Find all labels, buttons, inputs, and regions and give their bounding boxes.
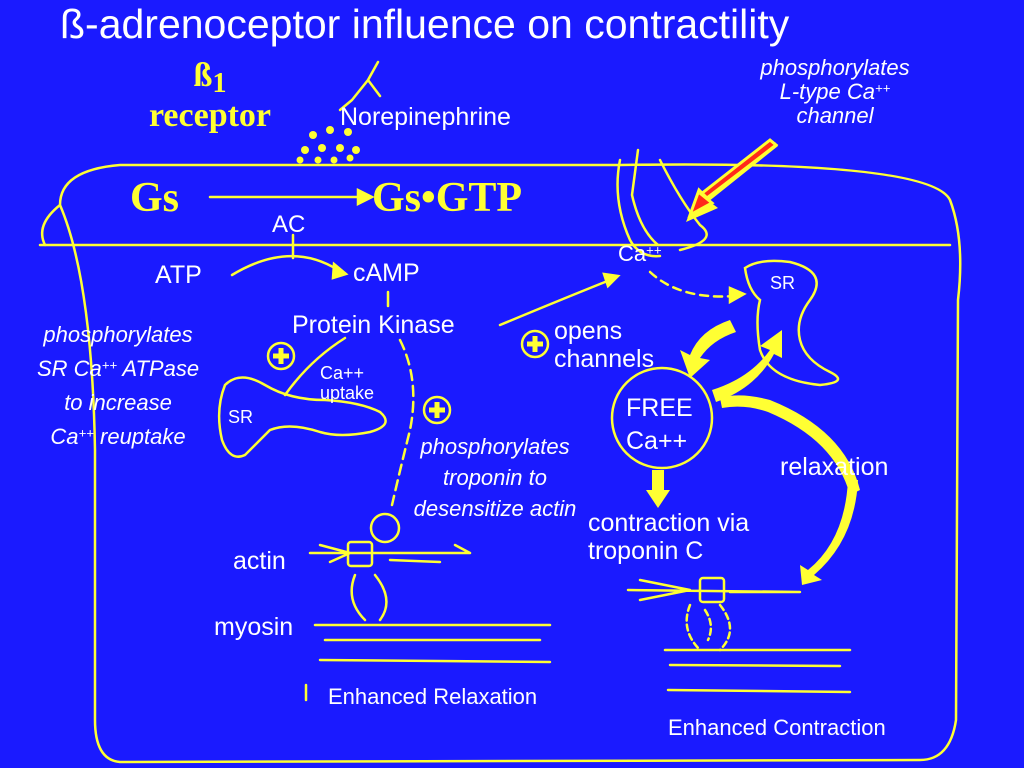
ca-channel-left [616,158,662,258]
troponin-line2: troponin to [443,464,547,490]
actin-right [626,578,802,602]
plus-icon-middle [422,395,452,425]
gs-label: Gs [130,175,180,221]
sr-left-shape [217,376,387,458]
ca-entry-arrow [648,270,737,298]
sr-atpase-line3: to increase [64,390,172,416]
membrane-left-edge [40,203,62,247]
l-type-note: phosphorylates L-type Ca++ channel [730,55,940,129]
troponin-line3: desensitize actin [413,495,577,521]
sr-atpase-line4: Ca++ reuptake [4,420,232,454]
l-type-line2-base: L-type Ca [779,79,875,105]
actin-left [308,543,472,564]
ca-channel-stalk [630,148,660,247]
myosin-right [663,648,852,694]
sr-uptake-arrow [712,330,782,402]
relaxation-label: relaxation [780,453,889,481]
myosin-right-heads [685,603,732,652]
atp-camp-arc [230,254,340,277]
l-type-line2-sup: ++ [874,80,891,96]
sr-atpase-line4-sup: ++ [78,425,94,441]
ca-channel-right [658,158,708,252]
myosin-left [313,623,552,664]
ca-entry-arrowhead [728,286,747,305]
norepinephrine-structure [338,60,382,112]
sr-right-shape [743,259,840,387]
ca-channel-sup: ++ [646,242,662,258]
sr-atpase-line1: phosphorylates [43,322,193,347]
free-line: FREE [626,394,693,422]
ca-channel-base: Ca [618,241,647,266]
relaxation-arrow [720,395,860,495]
sr-atpase-note: phosphorylates SR Ca++ ATPase to increas… [4,318,232,454]
norepinephrine-label: Norepinephrine [340,103,511,131]
gs-arrowhead [356,187,375,207]
receptor-word: receptor [148,97,272,135]
ca-uptake-line2: uptake [320,382,375,403]
l-type-line2: L-type Ca++ [730,80,940,104]
protein-kinase-label: Protein Kinase [292,311,455,339]
free-ca-line: Ca++ [626,426,688,455]
sr-left-label: SR [228,407,254,427]
enhanced-contraction-label: Enhanced Contraction [668,715,886,740]
channels-line: channels [554,344,655,373]
ca-channel-label: Ca++ [618,241,662,266]
enhanced-relaxation-label: Enhanced Relaxation [328,684,538,709]
sr-right-label: SR [770,273,796,293]
pk-troponin-arrow [390,338,415,507]
camp-label: cAMP [353,259,420,287]
contraction-label: contraction via troponin C [588,509,750,565]
sr-atpase-line4-base: Ca [50,424,79,450]
plus-icons [266,329,550,425]
l-type-line3: channel [796,103,874,129]
pk-channel-arrow [498,278,612,327]
gs-gtp-label: Gs•GTP [372,175,523,221]
troponin-circle-left [369,512,401,544]
contraction-line1: contraction via [588,509,750,537]
sr-atpase-line2-sup: ++ [101,357,118,373]
opens-channels-label: opens channels [554,317,655,373]
receptor-symbol: ß [193,57,213,94]
ca-uptake-line1: Ca++ [320,363,365,383]
troponin-note: phosphorylates troponin to desensitize a… [392,432,598,524]
pk-channel-arrowhead [602,272,621,289]
myosin-label: myosin [214,613,294,641]
opens-line: opens [554,317,623,345]
highlight-arrow [686,138,779,222]
contraction-line2: troponin C [588,536,704,565]
ca-uptake-label: Ca++ uptake [320,363,375,404]
pk-sr-arrow [283,336,347,397]
page-title: ß-adrenoceptor influence on contractilit… [60,1,790,47]
receptor-dots [296,126,360,164]
atp-label: ATP [155,261,202,289]
l-type-line1: phosphorylates [760,55,910,80]
troponin-line1: phosphorylates [420,434,570,459]
relaxation-arrow-lower [800,480,858,585]
myosin-left-heads [350,573,388,622]
free-ca-circle [610,366,714,470]
plus-icon-left [266,341,296,371]
cell-membrane [58,163,962,764]
receptor-subscript: 1 [212,68,227,99]
sr-release-arrow [680,320,736,378]
plus-icon-channel [520,329,550,359]
sr-atpase-line2: SR Ca++ ATPase [4,352,232,386]
actin-label: actin [233,547,286,575]
sr-atpase-line2-base: SR Ca [36,356,102,382]
sr-atpase-line2-rest: ATPase [117,356,200,382]
sr-atpase-line4-rest: reuptake [93,424,186,450]
atp-camp-arrowhead [331,261,349,280]
receptor-label: ß1 receptor [130,58,290,134]
free-ca-label: FREE Ca++ [626,392,693,457]
ac-label: AC [272,211,306,238]
contraction-arrow [646,470,670,508]
